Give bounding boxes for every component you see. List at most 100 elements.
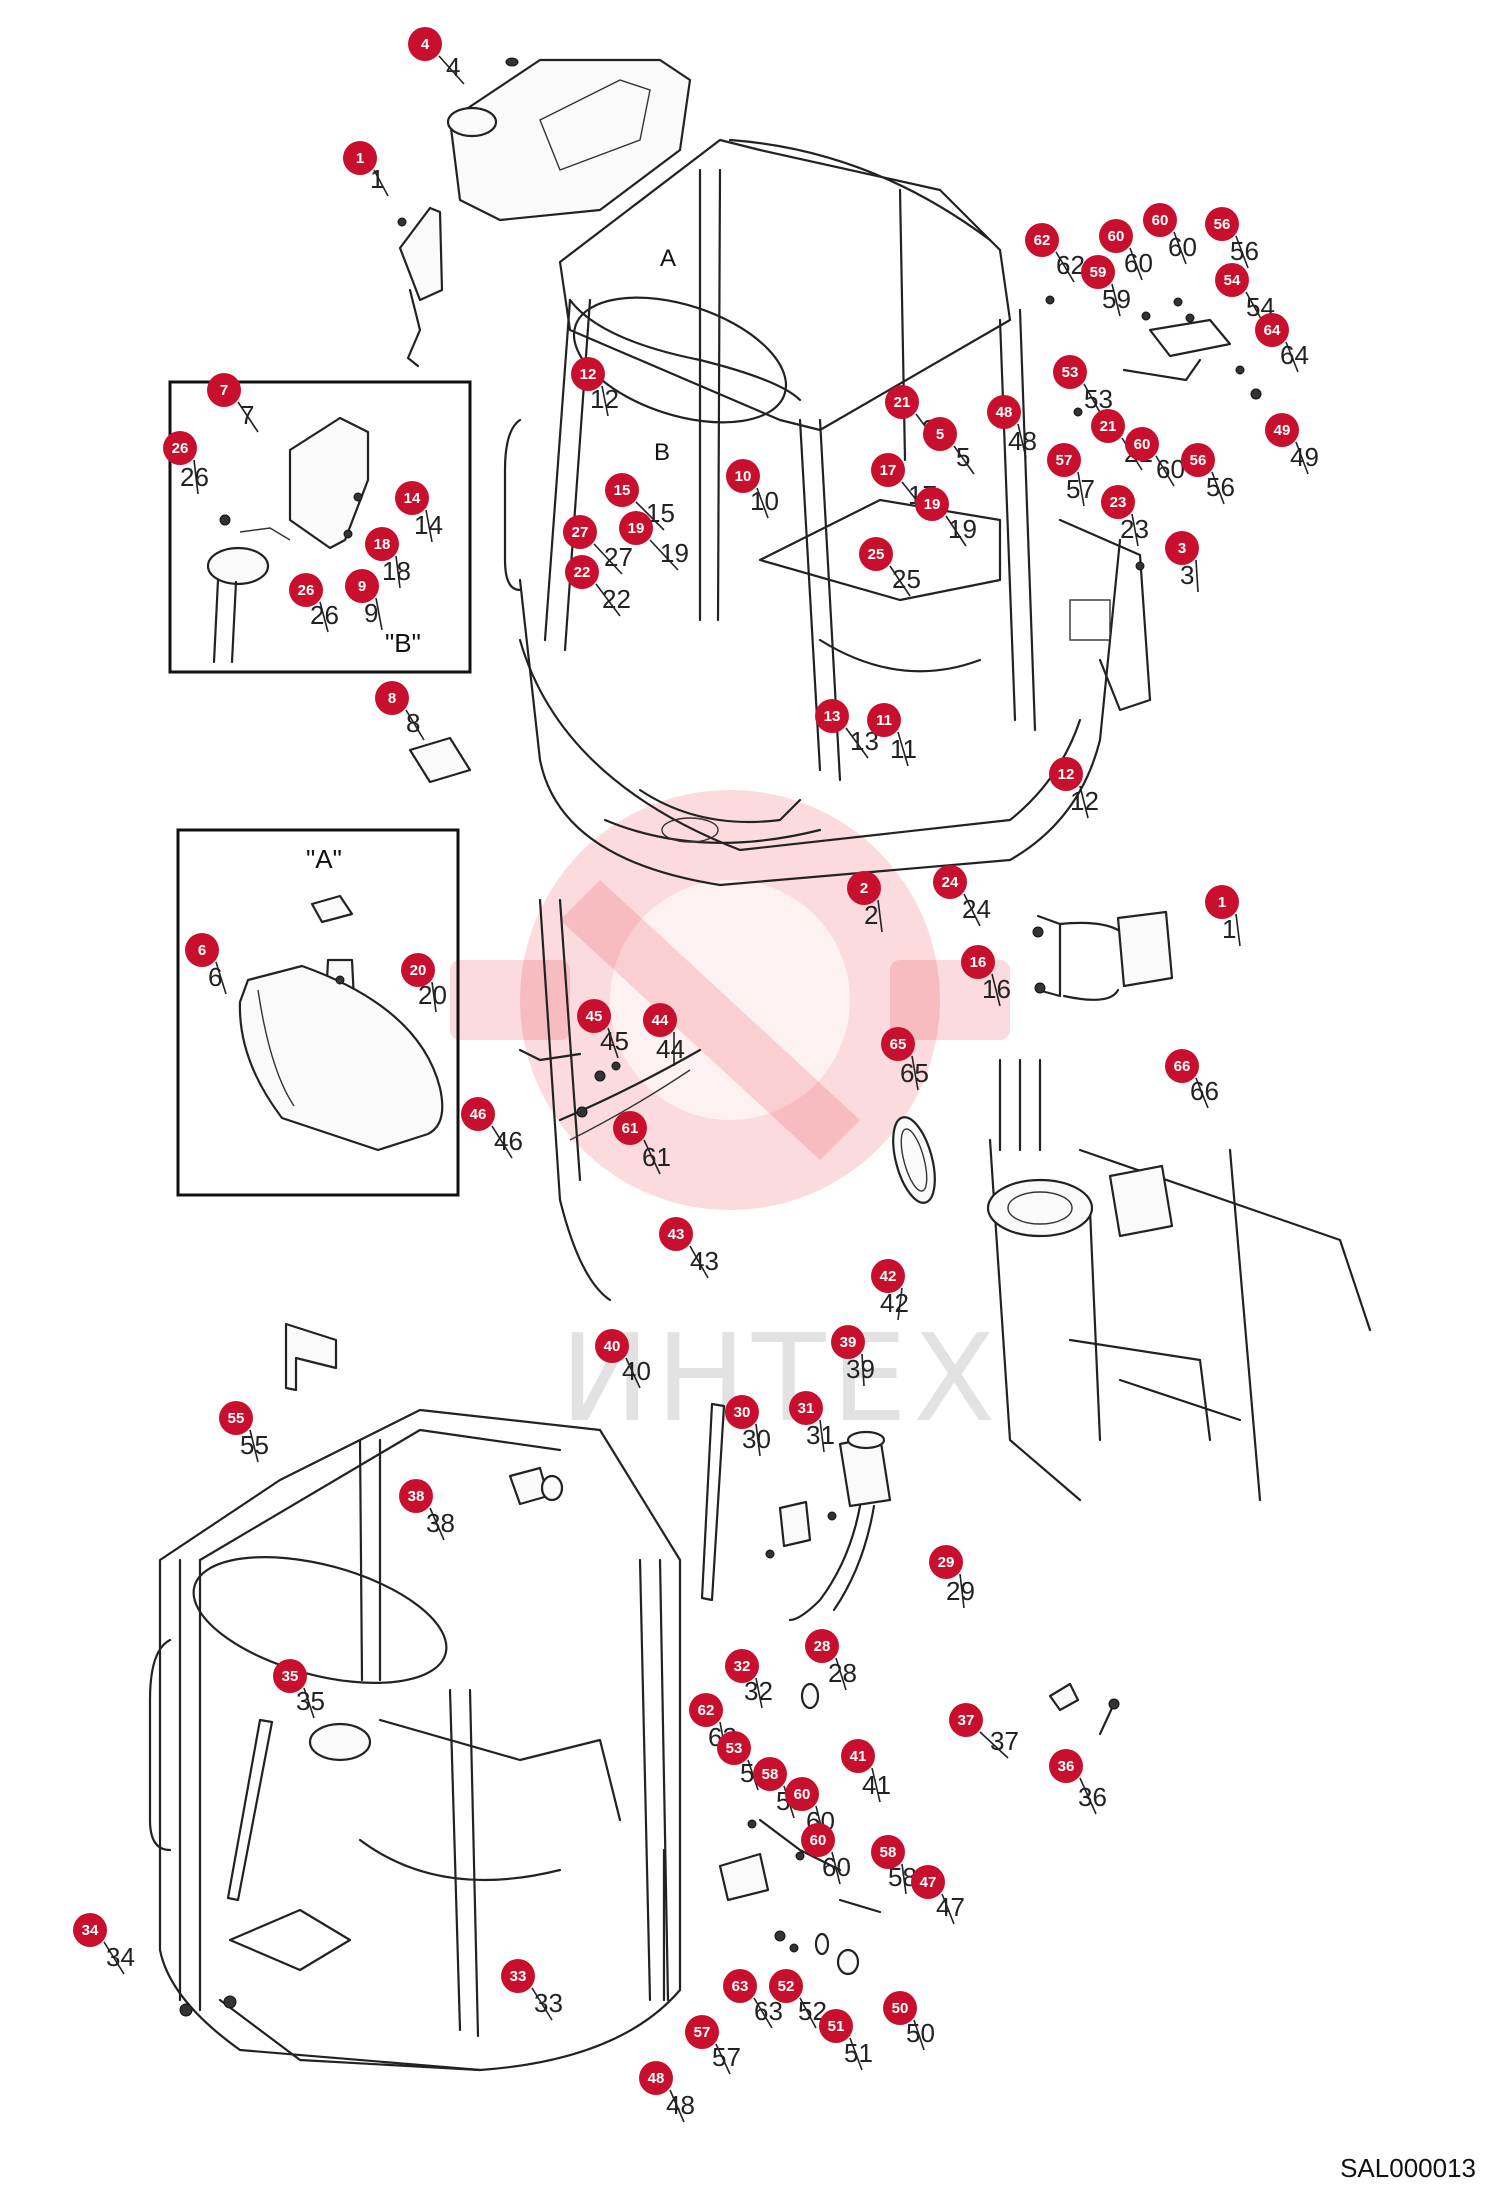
callout-badge [1049,1749,1083,1783]
callout-badge [789,1391,823,1425]
callout-3: 33 [1165,531,1199,593]
detail-b-label: "B" [385,628,421,658]
callout-badge [401,953,435,987]
callout-badge-number: 30 [734,1404,751,1421]
callout-badge-number: 7 [220,382,228,399]
callout-leader [491,1125,513,1159]
watermark-text: ИНТЕХ [560,1310,1001,1449]
small-hardware [800,1682,1120,1736]
callout-badge-number: 2 [860,880,868,897]
callout-badge [1091,409,1125,443]
callout-badge-number: 26 [172,440,189,457]
callout-number: 36 [1078,1782,1107,1812]
callout-leader [897,1287,903,1321]
callout-leader [1055,251,1075,283]
callout-number: 6 [208,962,222,992]
callout-badge [1049,757,1083,791]
callout-leader [889,565,911,597]
callout-number: 26 [310,600,339,630]
view-marker-a: A [660,245,676,272]
callout-badge [923,417,957,451]
callout-leader [1211,471,1225,505]
callout-badge-number: 43 [668,1226,685,1243]
callout-number: 29 [946,1576,975,1606]
callout-badge-number: 58 [880,1844,897,1861]
callout-badge [883,1991,917,2025]
callout-leader [375,597,383,631]
callout-number: 51 [844,2038,873,2068]
callout-badge-number: 50 [892,2000,909,2017]
callout-number: 60 [822,1852,851,1882]
callout-badge [289,573,323,607]
callout-badge-number: 12 [1058,766,1075,783]
callout-leader [237,401,259,433]
callout-leader [877,899,883,933]
callout-leader [755,1423,761,1457]
callout-badge [815,699,849,733]
callout-number: 23 [1120,514,1149,544]
callout-number: 7 [240,400,254,430]
callout-badge [689,1693,723,1727]
callout-badge-number: 60 [794,1786,811,1803]
callout-leader [845,727,869,759]
callout-badge [723,1969,757,2003]
callout-badge-number: 54 [1224,272,1241,289]
callout-badge [375,681,409,715]
callout-badge-number: 40 [604,1338,621,1355]
callout-badge-number: 44 [652,1012,669,1029]
callout-badge [1205,885,1239,919]
callout-badge-number: 14 [404,490,421,507]
washer-tank [788,1430,892,1622]
callout-badge-number: 34 [82,1922,99,1939]
callout-number: 56 [1230,236,1259,266]
callout-leader [945,515,967,547]
rotary-knob [508,1466,564,1506]
callout-number: 12 [1070,786,1099,816]
callout-badge [659,1217,693,1251]
callout-leader [747,1759,759,1791]
callout-leader [1083,383,1103,417]
callout-number: 30 [742,1424,771,1454]
callout-badge [1101,485,1135,519]
callout-badge [1081,255,1115,289]
callout-badge-number: 17 [880,462,897,479]
callout-4: 44 [408,27,465,85]
callout-number: 65 [900,1058,929,1088]
callout-badge-number: 28 [814,1638,831,1655]
callout-number: 45 [600,1026,629,1056]
callout-badge-number: 20 [410,962,427,979]
callout-number: 57 [712,2042,741,2072]
callout-badge [365,527,399,561]
callout-number: 42 [880,1288,909,1318]
callout-leader [1295,441,1309,475]
callout-number: 5 [956,442,970,472]
callout-leader [595,583,621,617]
callout-badge [1053,355,1087,389]
roof-console [446,57,692,222]
callout-leader [1195,559,1199,593]
callout-leader [425,509,433,543]
callout-badge [563,515,597,549]
callout-leader [1017,423,1027,459]
callout-badge [1205,207,1239,241]
callout-leader [593,543,623,575]
